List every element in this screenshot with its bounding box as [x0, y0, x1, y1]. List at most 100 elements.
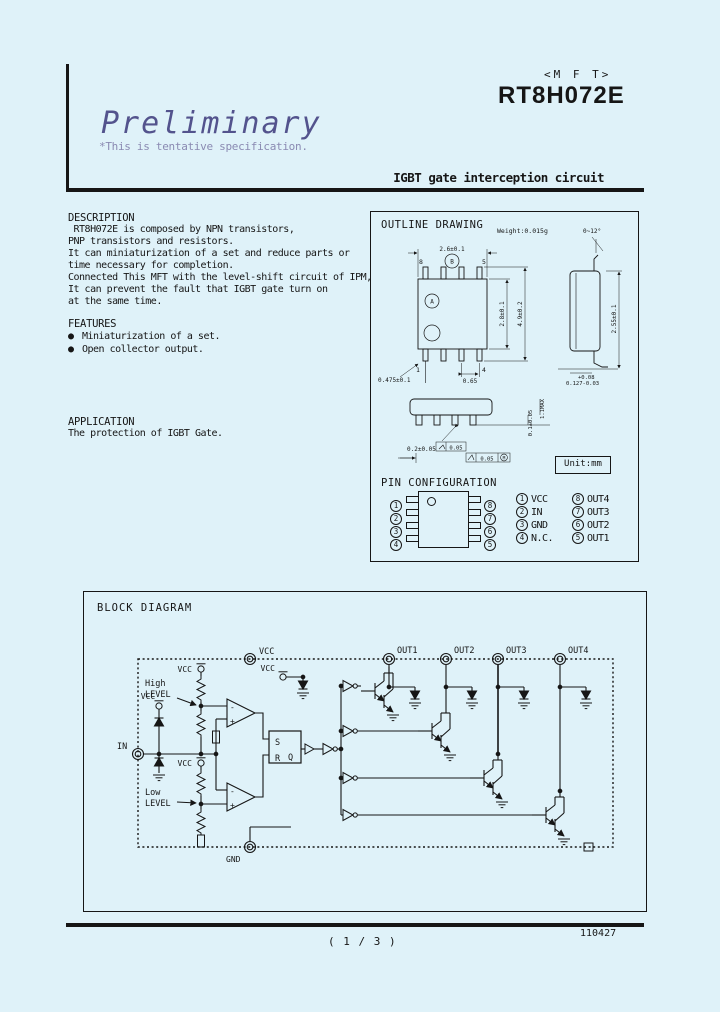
inverter-fanout — [322, 679, 532, 822]
pin-stub — [468, 496, 481, 503]
pin-number: 1 — [390, 494, 405, 513]
footer-page-number: ( 1 / 3 ) — [328, 935, 397, 948]
feature-item: ●Open collector output. — [68, 344, 204, 355]
out1-driver — [361, 665, 422, 722]
feature-item: ●Miniaturization of a set. — [68, 331, 221, 342]
latch-q-label: Q — [288, 753, 293, 763]
unit-label: Unit:mm — [555, 456, 611, 474]
description-line: Connected This MFT with the level-shift … — [68, 272, 372, 283]
vcc-label: VCC — [259, 647, 274, 657]
svg-text:2.55±0.1: 2.55±0.1 — [611, 304, 618, 333]
svg-text:1: 1 — [416, 366, 420, 374]
bottom-view-dimensions — [398, 399, 541, 463]
out2-label: OUT2 — [454, 646, 474, 656]
front-view — [417, 253, 488, 383]
in-label: IN — [117, 742, 127, 752]
latch-r-label: R — [275, 754, 281, 764]
pin-stub — [406, 496, 419, 503]
out3-label: OUT3 — [506, 646, 526, 656]
pin-number: 8 — [484, 494, 499, 513]
preliminary-stamp: Preliminary — [101, 106, 322, 141]
gnd-label: GND — [226, 855, 241, 864]
pin-number: 6 — [484, 520, 499, 539]
out1-label: OUT1 — [397, 646, 417, 656]
block-diagram-schematic: VCC OUT1 OUT2 OUT3 OUT4 IN GND VCC VCC H… — [117, 646, 614, 864]
gnd-stub — [249, 826, 291, 841]
plus-sign: + — [230, 717, 235, 726]
pin-stub — [406, 509, 419, 516]
block-diagram-title: BLOCK DIAGRAM — [97, 602, 193, 614]
outline-title: OUTLINE DRAWING — [381, 219, 484, 231]
description-line: It can miniaturization of a set and redu… — [68, 248, 350, 259]
svg-text:2.8±0.1: 2.8±0.1 — [499, 301, 506, 327]
side-view — [558, 254, 618, 370]
header-left-rule — [66, 64, 69, 191]
svg-text:M: M — [503, 456, 506, 462]
low-level-divider — [195, 757, 207, 848]
svg-text:1.1MAX: 1.1MAX — [540, 398, 546, 419]
vcc-label: VCC — [178, 665, 193, 674]
block-diagram-box — [83, 591, 647, 912]
vcc-clamp — [277, 671, 310, 700]
pin-diagram-body — [418, 491, 469, 548]
comparator-low — [201, 754, 257, 812]
front-view-dimensions — [399, 249, 528, 378]
svg-text:2.6±0.1: 2.6±0.1 — [439, 246, 465, 253]
tentative-note: *This is tentative specification. — [99, 140, 308, 153]
low-level-label: LEVEL — [145, 799, 171, 809]
svg-text:0~12°: 0~12° — [583, 228, 601, 235]
pin1-index-dot — [427, 497, 436, 506]
vcc-label: VCC — [178, 759, 193, 768]
outline-drawing-box — [370, 211, 639, 562]
svg-text:0.1±0.05: 0.1±0.05 — [528, 410, 534, 437]
svg-text:0.2±0.05: 0.2±0.05 — [407, 446, 436, 453]
out4-terminal — [553, 652, 567, 666]
svg-text:+0.08: +0.08 — [578, 375, 595, 381]
svg-text:0.127-0.03: 0.127-0.03 — [566, 381, 599, 387]
pin-number: 5 — [484, 533, 499, 552]
high-level-label: LEVEL — [145, 690, 171, 700]
svg-text:0.65: 0.65 — [463, 378, 478, 385]
footer-date-code: 110427 — [580, 928, 617, 939]
in-terminal — [131, 747, 145, 761]
pin-stub — [468, 535, 481, 542]
pin-number: 4 — [390, 533, 405, 552]
comparator-high — [201, 698, 257, 754]
out3-driver — [470, 665, 531, 809]
svg-text:8: 8 — [419, 258, 423, 266]
description-line: RT8H072E is composed by NPN transistors, — [68, 224, 295, 235]
description-line: PNP transistors and resistors. — [68, 236, 234, 247]
bullet-icon: ● — [68, 344, 74, 355]
minus-sign: - — [230, 787, 235, 796]
out4-driver — [532, 665, 593, 846]
svg-text:4: 4 — [482, 366, 486, 374]
svg-text:5: 5 — [482, 258, 486, 266]
svg-text:4.9±0.2: 4.9±0.2 — [517, 301, 524, 327]
high-level-divider — [195, 663, 207, 754]
pin-number: 7 — [484, 507, 499, 526]
vcc-label: VCC — [261, 664, 276, 673]
pin-configuration-title: PIN CONFIGURATION — [381, 477, 497, 489]
pin-stub — [468, 522, 481, 529]
pin-stub — [406, 522, 419, 529]
svg-text:0.05: 0.05 — [480, 456, 493, 462]
pin-number: 2 — [390, 507, 405, 526]
part-number: RT8H072E — [498, 82, 625, 109]
description-title: DESCRIPTION — [68, 212, 135, 224]
svg-text:0.475±0.1: 0.475±0.1 — [378, 377, 411, 384]
description-line: at the same time. — [68, 296, 162, 307]
application-title: APPLICATION — [68, 416, 135, 428]
low-level-label: Low — [145, 788, 161, 798]
application-text: The protection of IGBT Gate. — [68, 428, 223, 439]
footer-rule — [66, 923, 644, 927]
pin-stub — [468, 509, 481, 516]
svg-text:B: B — [450, 258, 454, 265]
description-line: It can prevent the fault that IGBT gate … — [68, 284, 328, 295]
